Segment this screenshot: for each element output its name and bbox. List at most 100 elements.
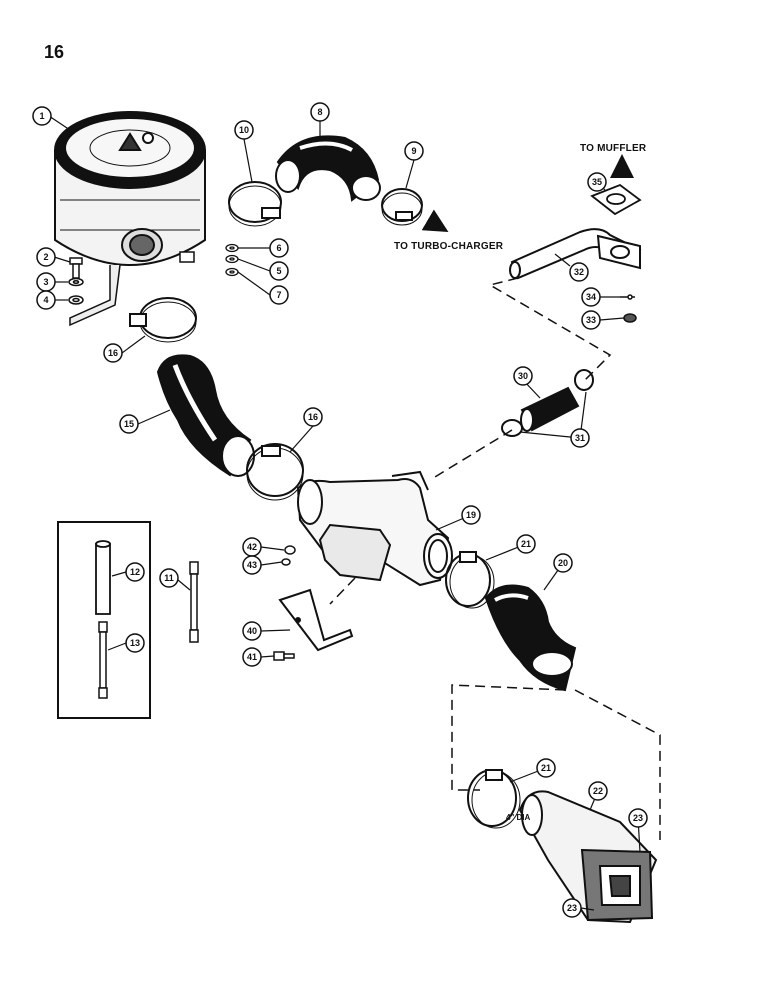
dia-label: 4" DIA (506, 813, 530, 822)
elbow-19 (296, 470, 453, 587)
svg-text:16: 16 (308, 412, 318, 422)
callout-22: 22 (588, 781, 608, 801)
hose-15 (156, 354, 255, 477)
callout-6: 6 (269, 238, 289, 258)
callout-4: 4 (36, 290, 56, 310)
svg-text:30: 30 (518, 371, 528, 381)
page-number: 16 (44, 42, 65, 62)
svg-text:2: 2 (43, 252, 48, 262)
tube-30 (520, 386, 580, 432)
svg-text:43: 43 (247, 560, 257, 570)
callout-5: 5 (269, 261, 289, 281)
adapter-22 (518, 790, 658, 924)
svg-text:23: 23 (567, 903, 577, 913)
callout-23-upper: 23 (628, 808, 648, 828)
callout-42: 42 (242, 537, 262, 557)
hardware-5-6-7 (225, 243, 239, 277)
gasket-35 (590, 183, 642, 216)
callout-16-upper: 16 (103, 343, 123, 363)
washer-3 (68, 277, 84, 287)
callout-21-lower: 21 (536, 758, 556, 778)
callout-19: 19 (461, 505, 481, 525)
callout-32: 32 (569, 262, 589, 282)
capscrew-2 (69, 257, 83, 279)
svg-text:16: 16 (108, 348, 118, 358)
callout-12: 12 (125, 562, 145, 582)
callout-41: 41 (242, 647, 262, 667)
svg-text:8: 8 (317, 107, 322, 117)
callout-1: 1 (32, 106, 52, 126)
hardware-33-34 (620, 294, 637, 323)
hose-clamp-10 (228, 181, 282, 227)
callout-35: 35 (587, 172, 607, 192)
svg-text:42: 42 (247, 542, 257, 552)
callout-30: 30 (513, 366, 533, 386)
callout-2: 2 (36, 247, 56, 267)
hose-20 (484, 584, 577, 692)
callout-40: 40 (242, 621, 262, 641)
svg-text:13: 13 (130, 638, 140, 648)
svg-text:4: 4 (43, 295, 48, 305)
callouts: 1 2 3 4 5 6 7 8 9 10 11 12 13 15 16 16 1… (32, 102, 648, 918)
sleeve-12 (95, 540, 111, 615)
dashed-connections (329, 277, 661, 840)
svg-text:3: 3 (43, 277, 48, 287)
stud-11 (189, 561, 199, 643)
callout-7: 7 (269, 285, 289, 305)
nut-4 (68, 295, 84, 305)
callout-10: 10 (234, 120, 254, 140)
air-cleaner (54, 111, 206, 327)
clamps-31 (501, 369, 594, 437)
svg-text:12: 12 (130, 567, 140, 577)
note-to-muffler: TO MUFFLER (580, 143, 647, 154)
stud-13 (98, 621, 108, 699)
callout-43: 43 (242, 555, 262, 575)
svg-text:6: 6 (276, 243, 281, 253)
callout-15: 15 (119, 414, 139, 434)
callout-20: 20 (553, 553, 573, 573)
svg-text:35: 35 (592, 177, 602, 187)
hose-clamp-21-lower (467, 769, 521, 829)
hardware-42-43 (281, 545, 296, 566)
svg-text:5: 5 (276, 266, 281, 276)
hose-clamp-9 (381, 188, 423, 226)
inset-box (57, 521, 151, 719)
svg-text:22: 22 (593, 786, 603, 796)
callout-11: 11 (159, 568, 179, 588)
leader-lines (48, 115, 641, 911)
arrow-to-turbo (421, 209, 449, 233)
callout-3: 3 (36, 272, 56, 292)
bracket-40 (278, 588, 354, 652)
svg-text:33: 33 (586, 315, 596, 325)
callout-21-upper: 21 (516, 534, 536, 554)
hose-clamp-21-upper (445, 551, 495, 609)
svg-text:1: 1 (39, 111, 44, 121)
svg-text:9: 9 (411, 146, 416, 156)
svg-text:19: 19 (466, 510, 476, 520)
callout-16-lower: 16 (303, 407, 323, 427)
callout-33: 33 (581, 310, 601, 330)
svg-text:41: 41 (247, 652, 257, 662)
svg-text:21: 21 (541, 763, 551, 773)
svg-text:23: 23 (633, 813, 643, 823)
svg-text:10: 10 (239, 125, 249, 135)
callout-9: 9 (404, 141, 424, 161)
svg-text:32: 32 (574, 267, 584, 277)
hose-clamp-16-upper (129, 297, 197, 343)
callout-8: 8 (310, 102, 330, 122)
svg-text:20: 20 (558, 558, 568, 568)
callout-23-lower: 23 (562, 898, 582, 918)
note-to-turbo-charger: TO TURBO-CHARGER (394, 241, 504, 252)
hose-clamp-16-lower (246, 443, 304, 501)
svg-text:7: 7 (276, 290, 281, 300)
callout-13: 13 (125, 633, 145, 653)
svg-text:15: 15 (124, 419, 134, 429)
svg-text:40: 40 (247, 626, 257, 636)
bolt-41 (273, 651, 295, 661)
callout-34: 34 (581, 287, 601, 307)
svg-text:34: 34 (586, 292, 596, 302)
exhaust-pipe-32 (509, 228, 642, 280)
svg-text:31: 31 (575, 433, 585, 443)
svg-text:11: 11 (164, 573, 174, 583)
